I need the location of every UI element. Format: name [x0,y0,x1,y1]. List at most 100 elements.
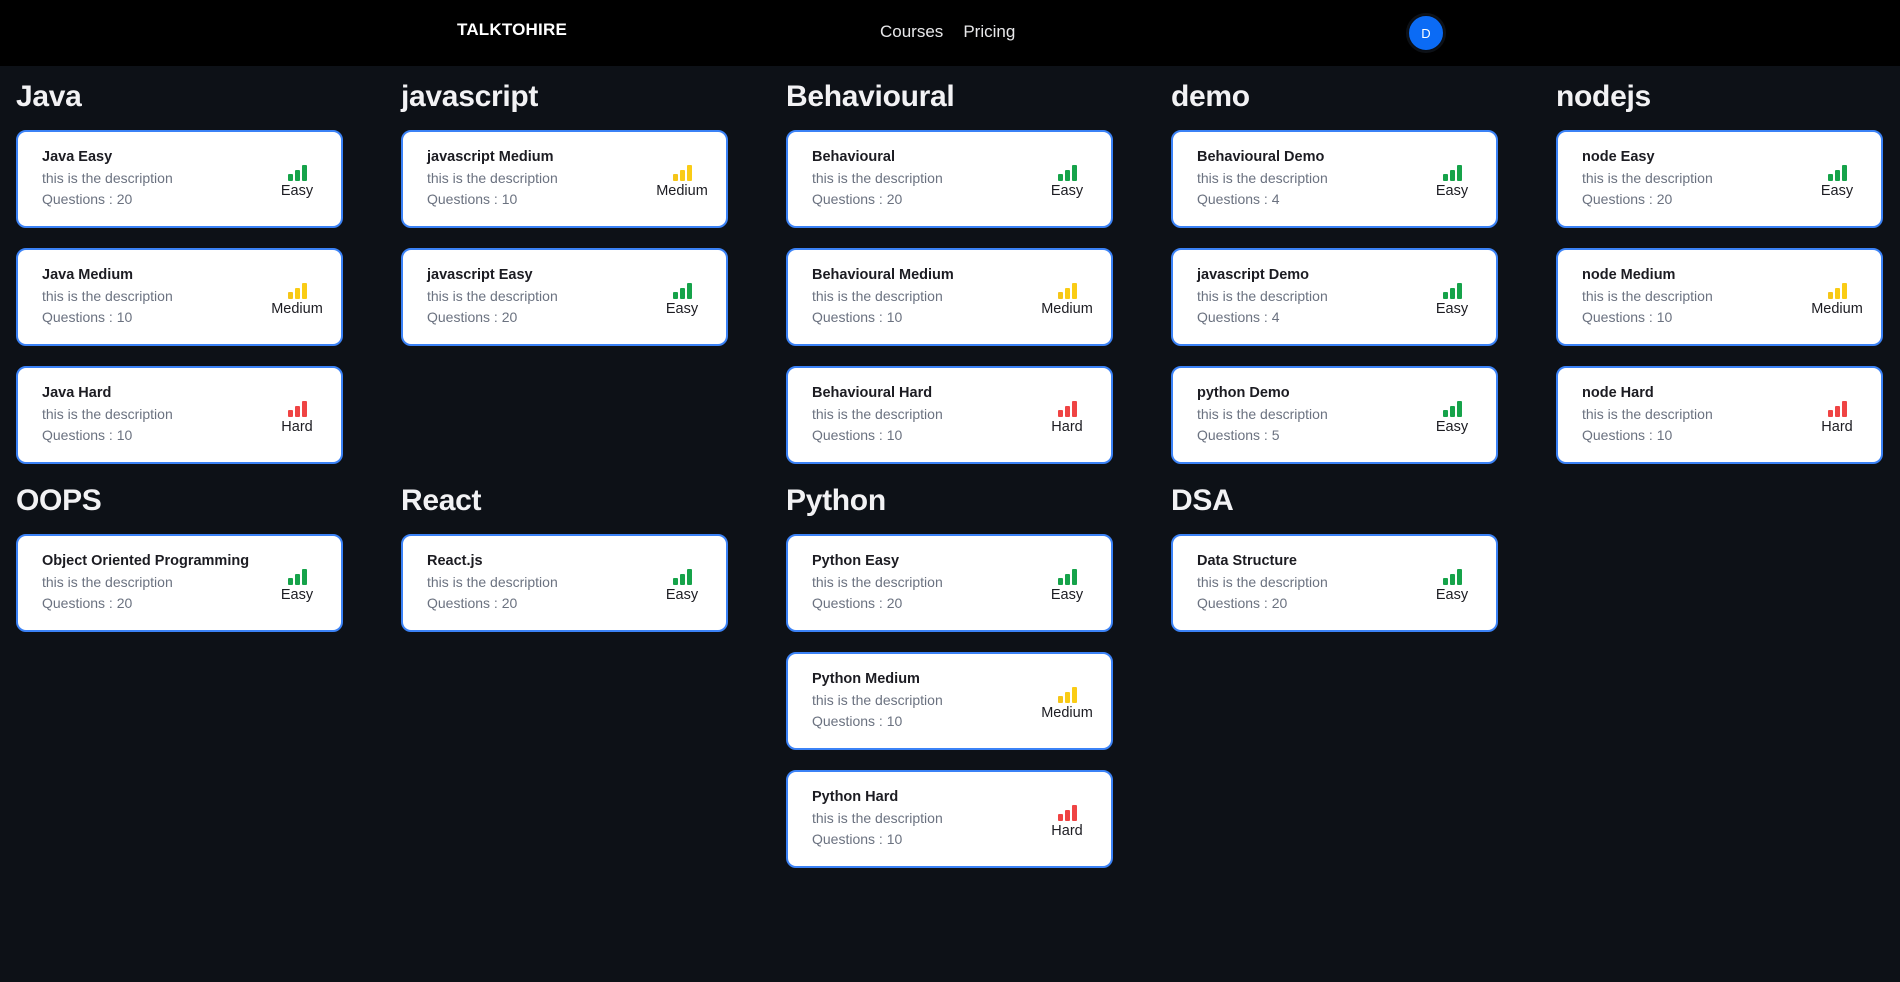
course-card-title: Python Easy [812,552,900,569]
course-card-questions-count: Questions : 10 [812,831,903,848]
difficulty-badge: Medium [654,164,710,200]
difficulty-badge: Easy [269,568,325,604]
brand-logo[interactable]: TALKTOHIRE [457,20,567,39]
difficulty-label: Medium [1041,704,1093,721]
difficulty-label: Easy [1820,182,1854,199]
course-card-questions-count: Questions : 10 [1582,427,1673,444]
difficulty-label: Easy [1435,300,1469,317]
course-card-description: this is the description [1197,170,1328,187]
course-card-questions-count: Questions : 10 [427,191,518,208]
course-card-description: this is the description [42,170,173,187]
course-card-questions-count: Questions : 20 [42,595,133,612]
difficulty-label: Easy [665,300,699,317]
difficulty-label: Medium [1811,300,1863,317]
course-card[interactable]: Behavioural Medium this is the descriptio… [786,248,1113,346]
signal-bars-icon [1057,568,1077,585]
course-card-description: this is the description [427,574,558,591]
difficulty-badge: Easy [1039,568,1095,604]
difficulty-badge: Medium [1039,282,1095,318]
signal-bars-icon [287,400,307,417]
difficulty-badge: Easy [1424,282,1480,318]
difficulty-label: Easy [1050,182,1084,199]
course-card-title: Java Hard [42,384,112,401]
course-card-description: this is the description [1197,574,1328,591]
difficulty-label: Easy [1435,586,1469,603]
section-title: Python [786,484,886,517]
signal-bars-icon [1827,400,1847,417]
section-title: Java [16,80,82,113]
difficulty-label: Hard [281,418,313,435]
difficulty-label: Medium [1041,300,1093,317]
difficulty-badge: Easy [1809,164,1865,200]
course-card-description: this is the description [812,406,943,423]
difficulty-badge: Hard [1809,400,1865,436]
nav-link-pricing[interactable]: Pricing [963,22,1016,41]
course-card-description: this is the description [812,288,943,305]
course-card-title: Python Hard [812,788,899,805]
difficulty-badge: Medium [269,282,325,318]
nav-link-courses[interactable]: Courses [880,22,944,41]
difficulty-badge: Easy [269,164,325,200]
section-title: OOPS [16,484,102,517]
difficulty-badge: Easy [654,282,710,318]
course-card-questions-count: Questions : 20 [812,595,903,612]
signal-bars-icon [672,568,692,585]
course-card-questions-count: Questions : 10 [812,309,903,326]
course-card-title: python Demo [1197,384,1290,401]
signal-bars-icon [1057,804,1077,821]
difficulty-badge: Medium [1039,686,1095,722]
signal-bars-icon [672,282,692,299]
top-navbar: TALKTOHIRE Courses Pricing D [0,0,1900,66]
signal-bars-icon [1827,282,1847,299]
signal-bars-icon [1057,686,1077,703]
difficulty-label: Hard [1821,418,1853,435]
course-card-title: Behavioural Medium [812,266,954,283]
course-card-title: javascript Medium [427,148,554,165]
section-title: nodejs [1556,80,1651,113]
course-card-questions-count: Questions : 20 [427,595,518,612]
user-avatar-button[interactable]: D [1404,11,1448,55]
course-card-title: Python Medium [812,670,920,687]
course-card-title: Object Oriented Programming [42,552,250,569]
course-card-title: Behavioural Hard [812,384,933,401]
signal-bars-icon [287,282,307,299]
course-card-questions-count: Questions : 5 [1197,427,1280,444]
difficulty-badge: Easy [1424,164,1480,200]
difficulty-label: Easy [1435,418,1469,435]
